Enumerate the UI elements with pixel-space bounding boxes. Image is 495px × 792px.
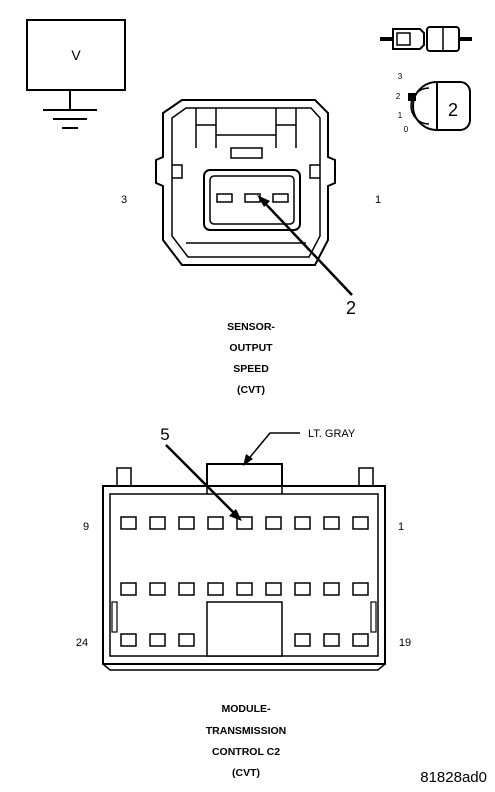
module-pin-label-1: 1 bbox=[398, 521, 404, 533]
module-caption-line-1: MODULE- bbox=[222, 703, 271, 715]
module-color-note: LT. GRAY bbox=[308, 428, 356, 440]
pin-indicator-icon: 2 3 2 1 0 bbox=[396, 72, 471, 134]
pin-scale-0: 0 bbox=[404, 125, 409, 134]
voltage-source-icon: V bbox=[26, 19, 126, 129]
module-pin-row-middle bbox=[120, 582, 369, 596]
pin-scale-1: 1 bbox=[398, 111, 403, 120]
voltage-label: V bbox=[71, 47, 81, 63]
module-caption-line-4: (CVT) bbox=[232, 767, 260, 779]
sensor-caption: SENSOR- OUTPUT SPEED (CVT) bbox=[227, 321, 275, 396]
connector-plug-icon bbox=[380, 26, 472, 52]
pin-scale-3: 3 bbox=[398, 72, 403, 81]
module-callout-number: 5 bbox=[160, 425, 169, 444]
pin-scale-2: 2 bbox=[396, 92, 401, 101]
module-caption-line-3: CONTROL C2 bbox=[212, 746, 280, 758]
sensor-caption-line-1: SENSOR- bbox=[227, 321, 275, 333]
pin-indicator-number: 2 bbox=[448, 100, 458, 120]
sensor-pin-label-3: 3 bbox=[121, 194, 127, 206]
module-connector: 9 1 24 19 5 LT. GRAY bbox=[76, 425, 411, 671]
sensor-callout-number: 2 bbox=[346, 298, 356, 318]
module-pin-label-19: 19 bbox=[399, 637, 411, 649]
sensor-caption-line-4: (CVT) bbox=[237, 384, 265, 396]
sensor-caption-line-3: SPEED bbox=[233, 363, 269, 375]
module-pin-label-9: 9 bbox=[83, 521, 89, 533]
sensor-connector: 3 1 2 bbox=[121, 99, 381, 318]
module-pin-row-bottom bbox=[120, 633, 369, 647]
module-caption: MODULE- TRANSMISSION CONTROL C2 (CVT) bbox=[206, 703, 287, 779]
module-pin-row-top bbox=[120, 516, 369, 530]
figure-id: 81828ad0 bbox=[420, 769, 487, 786]
module-pin-label-24: 24 bbox=[76, 637, 88, 649]
sensor-caption-line-2: OUTPUT bbox=[229, 342, 273, 354]
ground-icon bbox=[43, 109, 97, 129]
module-caption-line-2: TRANSMISSION bbox=[206, 725, 287, 737]
sensor-pin-label-1: 1 bbox=[375, 194, 381, 206]
